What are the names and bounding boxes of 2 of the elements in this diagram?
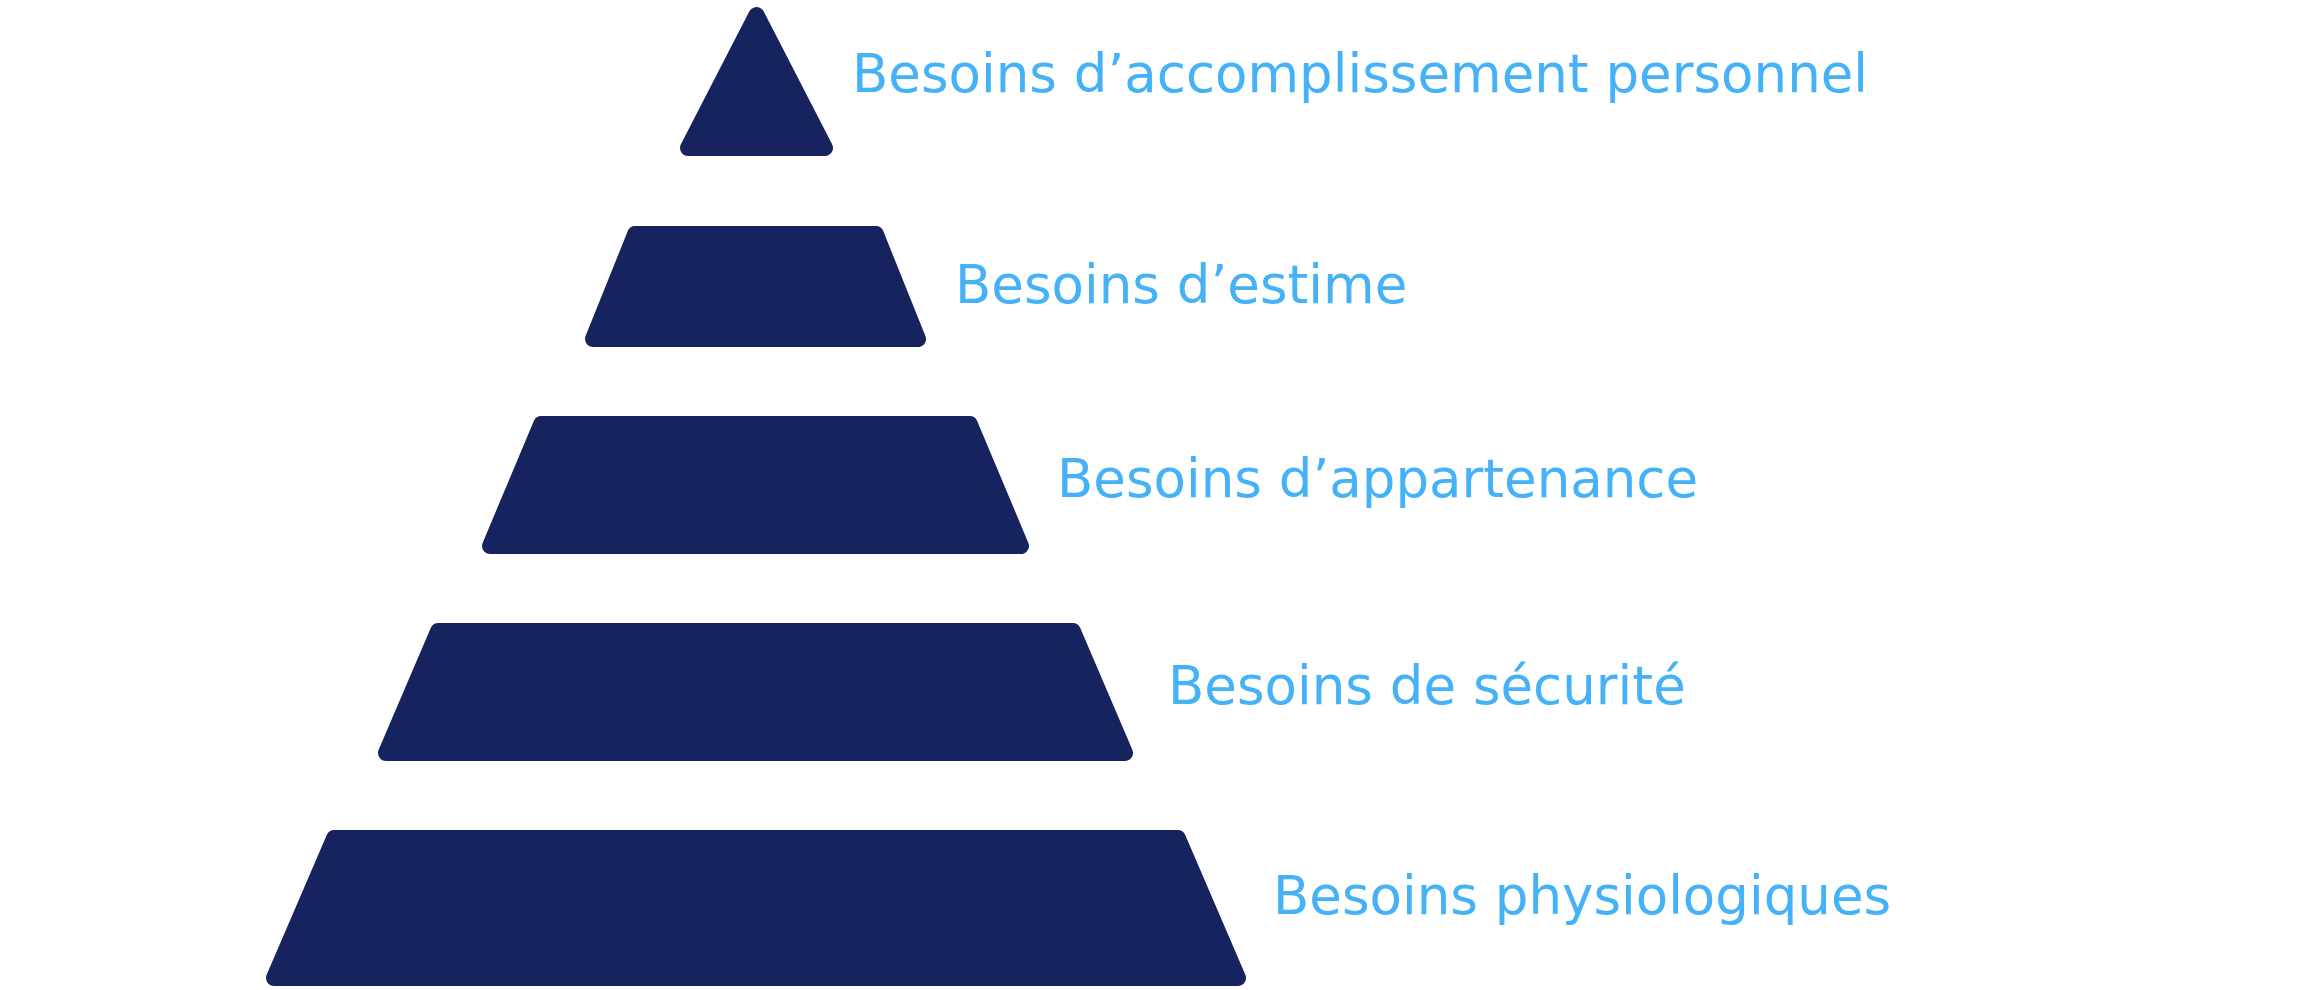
tier-label: Besoins de sécurité [1168,658,1686,712]
tier-label: Besoins d’estime [955,257,1408,311]
